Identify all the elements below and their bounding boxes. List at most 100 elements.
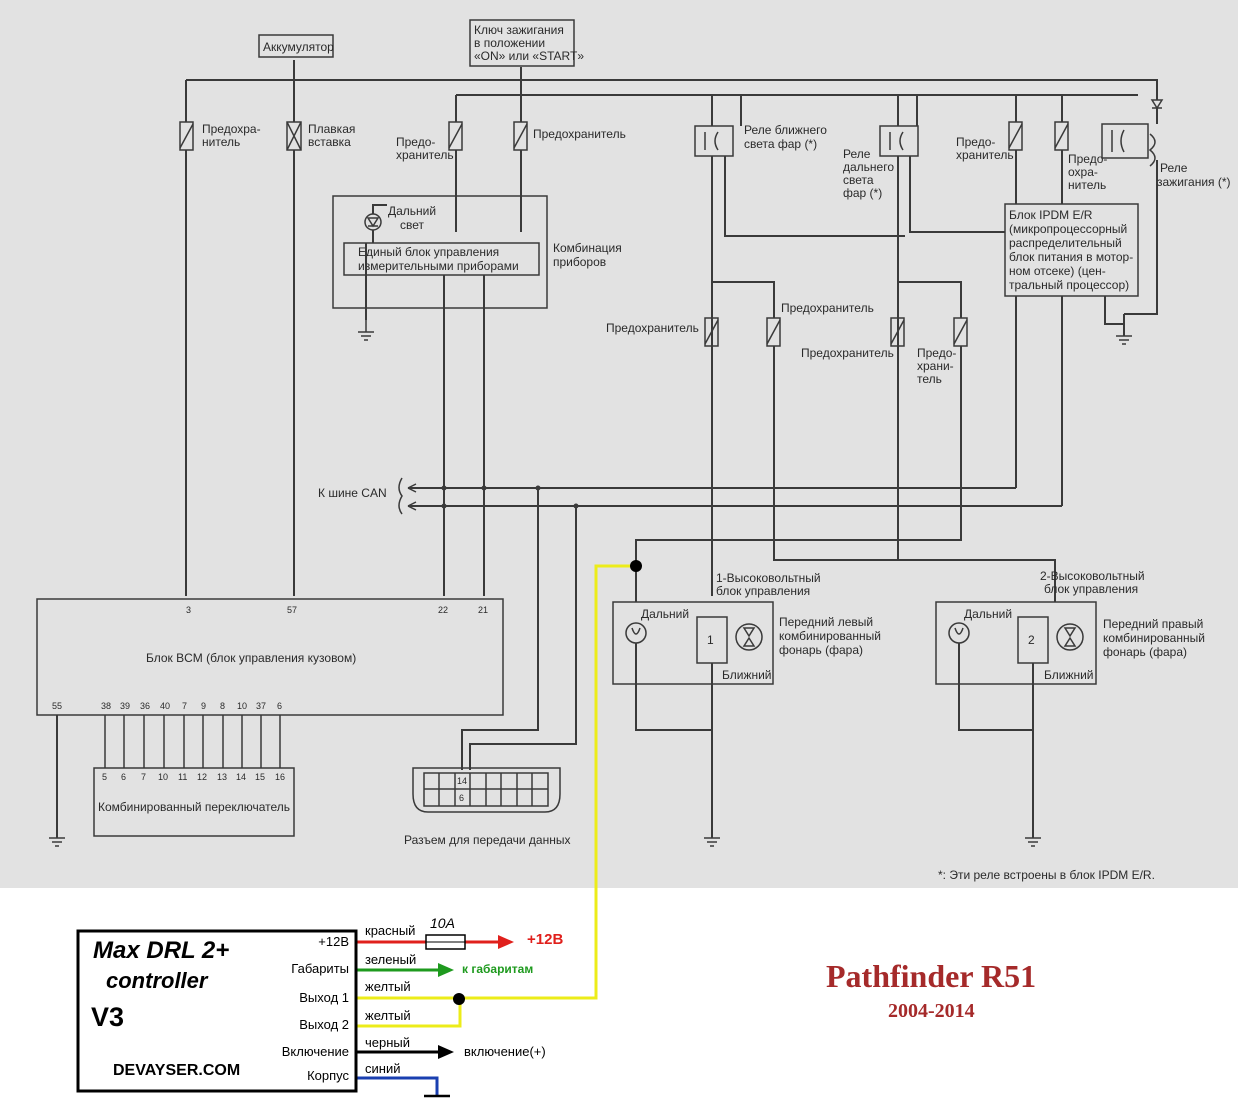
footnote: *: Эти реле встроены в блок IPDM E/R. [938,868,1155,882]
high-beam-ind-label-1: Дальний [388,204,436,218]
combo-switch-label: Комбинированный переключатель [98,800,290,814]
fuse-icon [890,317,905,347]
switch-pin: 14 [236,772,246,782]
fuse-lower-2-label: Предохранитель [781,301,874,315]
fuse-ab-label-1: Предохра- [202,122,261,136]
bcm-label: Блок BCM (блок управления кузовом) [146,651,356,665]
controller-version: V3 [91,1002,125,1032]
fuse-cd-label-1: Предо- [396,135,435,149]
data-link-connector: 14 6 Разъем для передачи данных [404,767,571,847]
can-bus: К шине CAN [318,477,1062,770]
model-name: Pathfinder R51 [826,958,1037,994]
meter-unit-label-2: измерительными приборами [358,259,519,273]
right-lamp-box [935,601,1097,685]
controller-site: DEVAYSER.COM [113,1062,241,1079]
label-to-ignition: включение(+) [464,1044,546,1059]
switch-pin: 13 [217,772,227,782]
switch-pin: 15 [255,772,265,782]
fuse-pred-hran-label-1: Предо- [956,135,995,149]
xenon-bulb-icon [735,623,763,651]
hv-unit1-label-2: блок управления [716,584,810,598]
ipdm-label-6: тральный процессор) [1009,278,1129,292]
bcm-pin: 55 [52,701,62,711]
left-lamp-label-1: Передний левый [779,615,873,629]
battery-box [258,34,334,58]
right-lamp-label-1: Передний правый [1103,617,1203,631]
right-high-label: Дальний [964,607,1012,621]
fuse-row-lower: Предохранитель Предохранитель Предохрани… [606,281,1056,602]
left-lamp-label-2: комбинированный [779,629,881,643]
relays-ipdm: Реле ближнего света фар (*) Реле дальнег… [694,95,1231,596]
bcm-pin: 3 [186,605,191,615]
relay-ignition-icon [1101,123,1149,159]
relay-high-label-2: дальнего [843,160,894,174]
right-lamp-label-2: комбинированный [1103,631,1205,645]
fusible-link-icon [286,121,302,151]
hv-unit2-num: 2 [1028,633,1035,647]
wire-color-green: зеленый [365,952,417,967]
ipdm-label-4: блок питания в мотор- [1009,250,1133,264]
battery-label: Аккумулятор [263,40,334,54]
wire-color-yellow-1: желтый [365,979,411,994]
switch-pin: 5 [102,772,107,782]
switch-pin: 10 [158,772,168,782]
headlamp-right: 2-Высоковольтный блок управления Дальний… [935,569,1205,847]
ipdm-label-5: ном отсеке) (цен- [1009,264,1106,278]
relay-ign-label-1: Реле [1160,161,1188,175]
yellow-wire-to-high-beam [460,564,636,1000]
dlc-shape [412,767,561,813]
fuse-ab-label-2: нитель [202,135,240,149]
fuse-pred-hran-label-2: хранитель [956,148,1014,162]
high-beam-ind-label-2: свет [400,218,425,232]
fuse-lower-1-label: Предохранитель [606,321,699,335]
meter-control-unit-box [343,242,540,276]
relay-high-label-4: фар (*) [843,186,882,200]
dlc-label: Разъем для передачи данных [404,833,571,847]
switch-pin: 7 [141,772,146,782]
bcm-pin: 10 [237,701,247,711]
fuse-pred-ohra-label-1: Предо- [1068,152,1107,166]
right-lamp-label-3: фонарь (фара) [1103,645,1187,659]
fuse-lower-4-label-2: храни- [917,359,954,373]
switch-pin: 12 [197,772,207,782]
left-lamp-box [612,601,774,685]
wire-color-red: красный [365,923,416,938]
relay-high-label-1: Реле [843,147,871,161]
ipdm-label-1: Блок IPDM E/R [1009,208,1093,222]
output-junction [453,993,465,1005]
fuse-lower-4-label-1: Предо- [917,346,956,360]
fuse-single-label: Предохранитель [533,127,626,141]
high-beam-bulb-icon [948,622,970,644]
pin-parking: Габариты [291,961,349,976]
ignition-label-1: Ключ зажигания [474,23,564,37]
relay-low-beam-icon [694,125,734,157]
ipdm-box [1004,203,1139,297]
fuse-lower-4-label-3: тель [917,372,942,386]
combo-switch-box [93,767,295,837]
bcm-pin: 39 [120,701,130,711]
relay-ign-label-2: зажигания (*) [1157,175,1231,189]
bcm: Блок BCM (блок управления кузовом) 3 57 … [36,598,504,847]
controller-title-1: Max DRL 2+ [93,937,230,964]
combination-meter: Единый блок управления измерительными пр… [332,195,622,596]
wire-color-black: черный [365,1035,411,1050]
bcm-pin: 40 [160,701,170,711]
pin-output-1: Выход 1 [299,990,349,1005]
hv-unit2-label-1: 2-Высоковольтный [1040,569,1145,583]
pin-ignition: Включение [281,1044,349,1059]
dlc-pin: 6 [459,793,464,803]
switch-pin: 16 [275,772,285,782]
bcm-pin: 6 [277,701,282,711]
bcm-pin: 22 [438,605,448,615]
hv-unit1-num: 1 [707,633,714,647]
ipdm-label-3: распределительный [1009,236,1122,250]
wire-color-yellow-2: желтый [365,1008,411,1023]
headlamp-left: 1-Высоковольтный блок управления Дальний… [612,571,881,847]
ignition-switch-box [469,19,575,67]
ignition-label-2: в положении [474,36,545,50]
pin-ground: Корпус [307,1068,349,1083]
can-bus-label: К шине CAN [318,486,387,500]
label-to-parking: к габаритам [462,962,534,976]
fuse-rating: 10А [430,915,455,931]
